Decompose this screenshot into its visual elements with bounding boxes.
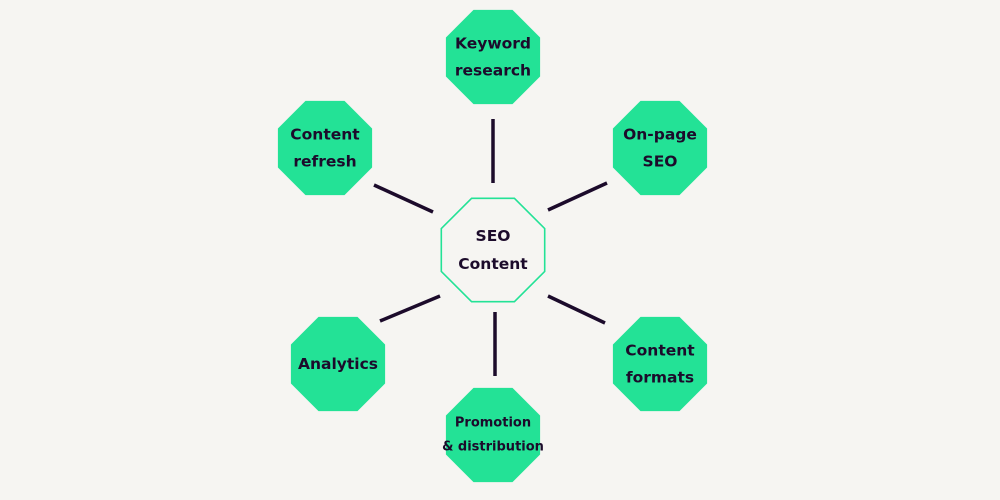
- connector-on-page-seo: [547, 181, 608, 212]
- connector-analytics: [379, 294, 441, 323]
- center-node-label-line-2: Content: [458, 255, 528, 273]
- node-analytics-shape: [290, 316, 386, 412]
- node-keyword-research-label-line-2: research: [455, 62, 531, 80]
- node-promotion-distribution: Promotion & distribution: [442, 387, 544, 483]
- node-content-refresh-label-line-1: Content: [290, 126, 360, 144]
- node-content-formats-shape: [612, 316, 708, 412]
- node-content-refresh-shape: [277, 100, 373, 196]
- node-on-page-seo-label-line-1: On-page: [623, 126, 697, 144]
- node-analytics-label-line-1: Analytics: [298, 355, 378, 373]
- center-node-label-line-1: SEO: [476, 227, 511, 245]
- node-promotion-distribution-label-line-1: Promotion: [455, 416, 531, 431]
- node-content-formats: Content formats: [612, 316, 708, 412]
- connector-content-refresh: [373, 183, 434, 214]
- node-promotion-distribution-shape: [445, 387, 541, 483]
- node-analytics: Analytics: [290, 316, 386, 412]
- node-on-page-seo-label-line-2: SEO: [643, 153, 678, 171]
- node-content-formats-label-line-1: Content: [625, 342, 695, 360]
- node-keyword-research: Keyword research: [445, 9, 541, 105]
- node-promotion-distribution-label-line-2: & distribution: [442, 440, 544, 455]
- node-content-formats-label-line-2: formats: [626, 369, 694, 387]
- node-keyword-research-shape: [445, 9, 541, 105]
- connector-content-formats: [547, 294, 606, 325]
- node-keyword-research-label-line-1: Keyword: [455, 35, 531, 53]
- center-node: SEO Content: [440, 197, 546, 303]
- center-node-shape: [440, 197, 546, 303]
- node-content-refresh-label-line-2: refresh: [293, 153, 356, 171]
- node-on-page-seo-shape: [612, 100, 708, 196]
- node-content-refresh: Content refresh: [277, 100, 373, 196]
